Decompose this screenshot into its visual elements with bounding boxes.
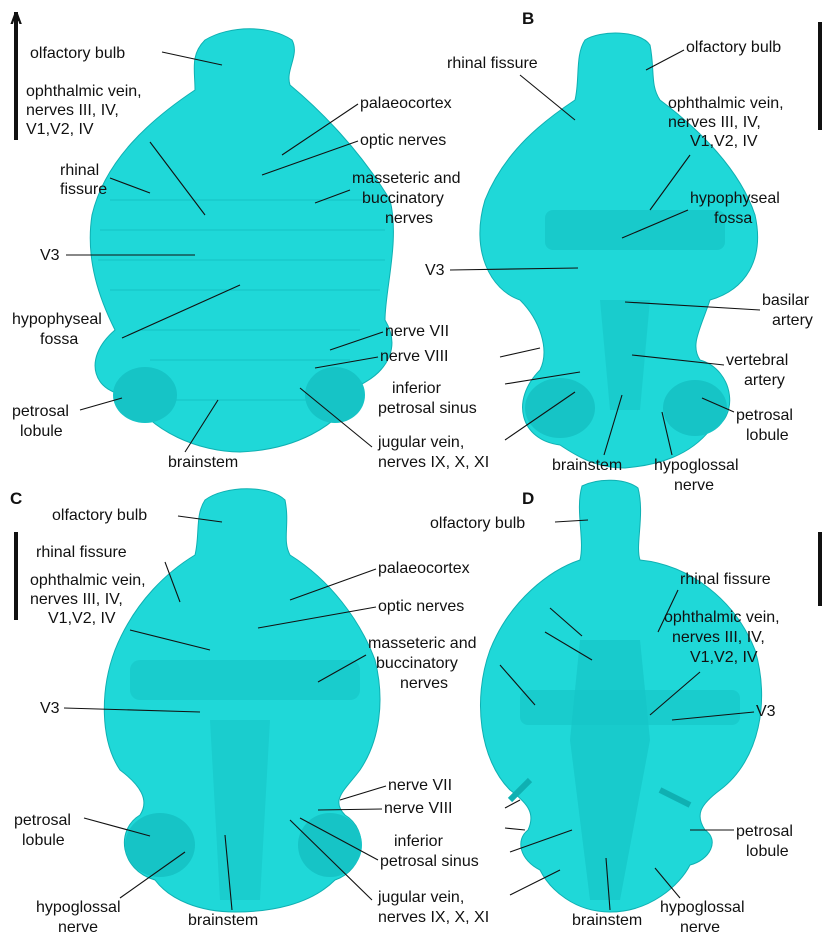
panel-c-letter: C	[10, 489, 22, 508]
panel-b-letter: B	[522, 9, 534, 28]
label-petrosal-lobule: petrosal lobule	[14, 812, 75, 849]
label-petrosal-lobule: petrosal lobule	[736, 823, 797, 860]
label-rhinal-fissure: rhinal fissure	[60, 162, 107, 198]
label-rhinal-fissure: rhinal fissure	[36, 544, 127, 561]
panel-d: D olfactory bulb rhinal fissure ophthalm…	[430, 480, 820, 936]
label-petrosal-lobule: petrosal lobule	[12, 403, 73, 440]
label-inferior-petrosal-sinus: inferior petrosal sinus	[380, 833, 479, 870]
label-nerve-viii: nerve VIII	[380, 348, 448, 365]
label-rhinal-fissure: rhinal fissure	[447, 55, 538, 72]
label-olfactory-bulb: olfactory bulb	[686, 39, 781, 56]
label-masseteric-nerves: masseteric and buccinatory nerves	[368, 635, 481, 692]
label-jugular-vein: jugular vein, nerves IX, X, XI	[377, 889, 489, 926]
label-hypophyseal-fossa: hypophyseal fossa	[12, 311, 106, 348]
label-basilar-artery: basilar artery	[762, 292, 814, 329]
label-rhinal-fissure: rhinal fissure	[680, 571, 771, 588]
label-olfactory-bulb: olfactory bulb	[430, 515, 525, 532]
label-palaeocortex: palaeocortex	[378, 560, 470, 577]
label-nerve-vii: nerve VII	[385, 323, 449, 340]
label-olfactory-bulb: olfactory bulb	[52, 507, 147, 524]
label-brainstem: brainstem	[168, 454, 238, 471]
endocast-c	[104, 489, 380, 912]
label-olfactory-bulb: olfactory bulb	[30, 45, 125, 62]
panel-b: B olfactory bulb rhinal fissure ophthalm…	[425, 9, 820, 494]
label-brainstem: brainstem	[188, 912, 258, 929]
label-v3: V3	[756, 703, 776, 720]
label-v3: V3	[425, 262, 445, 279]
label-hypoglossal-nerve: hypoglossal nerve	[660, 899, 749, 936]
label-v3: V3	[40, 700, 60, 717]
label-optic-nerves: optic nerves	[360, 132, 446, 149]
label-ophthalmic-vein: ophthalmic vein, nerves III, IV, V1,V2, …	[26, 83, 146, 138]
label-hypoglossal-nerve: hypoglossal nerve	[36, 899, 125, 936]
panel-a: A olfactory bulb ophthalmic vein, nerves…	[10, 9, 489, 471]
label-hypoglossal-nerve: hypoglossal nerve	[654, 457, 743, 494]
panel-c: C olfactory bulb rhinal fissure ophthalm…	[10, 489, 489, 936]
label-brainstem: brainstem	[552, 457, 622, 474]
label-petrosal-lobule: petrosal lobule	[736, 407, 797, 444]
label-nerve-vii: nerve VII	[388, 777, 452, 794]
label-optic-nerves: optic nerves	[378, 598, 464, 615]
label-brainstem: brainstem	[572, 912, 642, 929]
label-v3: V3	[40, 247, 60, 264]
panel-d-letter: D	[522, 489, 534, 508]
label-palaeocortex: palaeocortex	[360, 95, 452, 112]
label-vertebral-artery: vertebral artery	[726, 352, 793, 389]
label-inferior-petrosal-sinus: inferior petrosal sinus	[378, 380, 477, 417]
label-nerve-viii: nerve VIII	[384, 800, 452, 817]
label-jugular-vein: jugular vein, nerves IX, X, XI	[377, 434, 489, 471]
